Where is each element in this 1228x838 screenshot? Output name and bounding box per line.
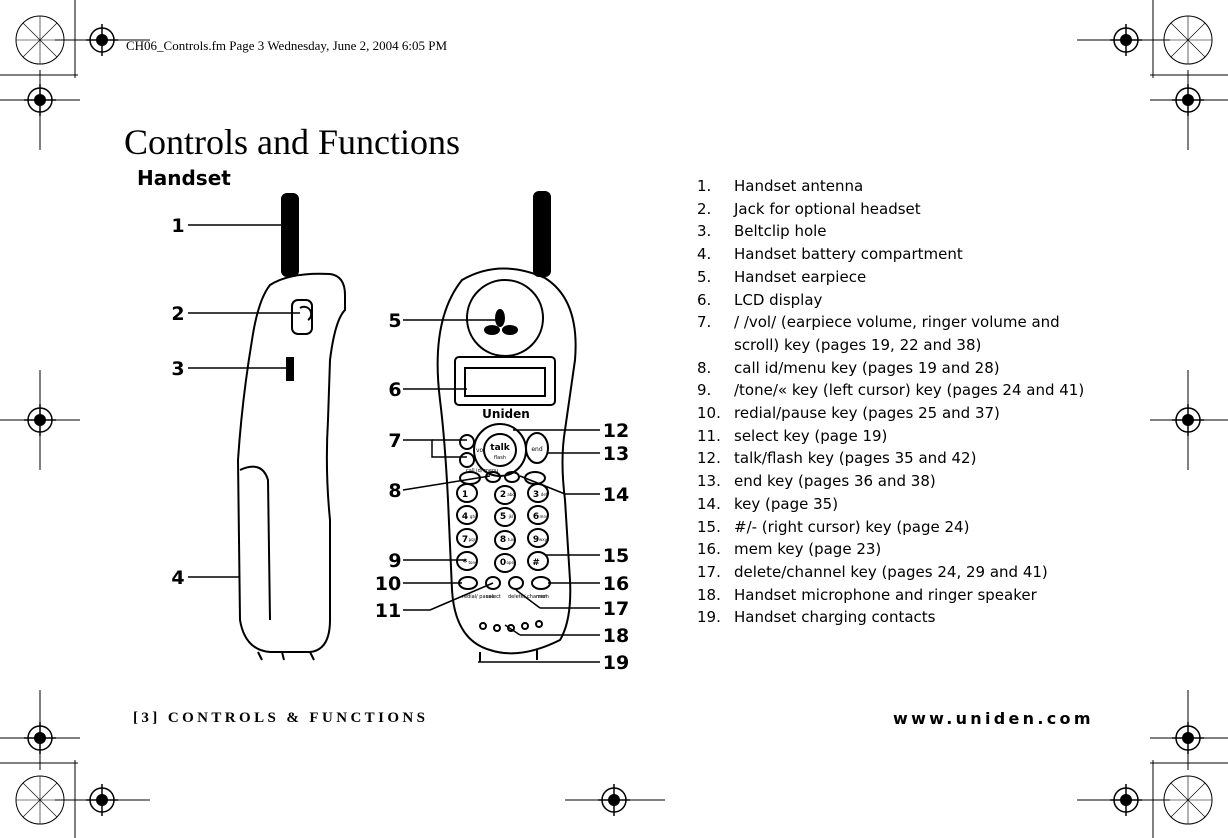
keypad-letters: tone xyxy=(468,560,478,565)
callout-13: 13 xyxy=(603,443,629,465)
label-end: end xyxy=(531,446,542,453)
callout-17: 17 xyxy=(603,598,629,620)
legend-item: 9./tone/« key (left cursor) key (pages 2… xyxy=(697,381,1085,400)
legend-item: 11.select key (page 19) xyxy=(697,426,888,445)
label-flash: flash xyxy=(494,455,506,461)
legend-item: 8.call id/menu key (pages 19 and 28) xyxy=(697,358,1000,377)
legend-item: 14.key (page 35) xyxy=(697,494,839,513)
keypad-digit-6: 6 xyxy=(533,512,539,522)
footer-section-label: [3] CONTROLS & FUNCTIONS xyxy=(133,710,429,726)
keypad-digit-7: 7 xyxy=(462,535,468,545)
callout-3: 3 xyxy=(171,358,184,380)
callout-leaders xyxy=(188,224,600,663)
legend-item: 18.Handset microphone and ringer speaker xyxy=(697,585,1037,604)
keypad-digit-0: 0 xyxy=(500,558,506,568)
legend-list: 1.Handset antenna 2.Jack for optional he… xyxy=(697,175,1097,629)
page-title: Controls and Functions xyxy=(124,122,461,162)
legend-item: 10.redial/pause key (pages 25 and 37) xyxy=(697,404,1000,423)
label-delete: delete/ channel xyxy=(508,594,547,600)
callout-18: 18 xyxy=(603,625,629,647)
label-callid: call id/ menu xyxy=(466,468,498,474)
keypad-digit-4: 4 xyxy=(462,512,468,522)
legend-item: 7./ /vol/ (earpiece volume, ringer volum… xyxy=(697,313,1060,354)
callout-12: 12 xyxy=(603,420,629,442)
callout-19: 19 xyxy=(603,652,629,674)
callout-5: 5 xyxy=(388,310,401,332)
legend-item: 1.Handset antenna xyxy=(697,177,864,195)
legend-item: 4.Handset battery compartment xyxy=(697,245,963,264)
keypad-letters: def xyxy=(541,492,548,497)
keypad-letters: oper xyxy=(506,560,515,565)
callout-15: 15 xyxy=(603,545,629,567)
callout-11: 11 xyxy=(375,600,401,622)
legend-item: 3.Beltclip hole xyxy=(697,222,827,241)
keypad-digit-2: 2 xyxy=(500,490,506,500)
keypad-digit-5: 5 xyxy=(500,512,506,522)
legend-item: 19.Handset charging contacts xyxy=(697,608,936,627)
keypad-digit-1: 1 xyxy=(462,490,468,500)
keypad-letters: ghi xyxy=(470,514,476,519)
keypad-digit-8: 8 xyxy=(500,535,506,545)
legend-item: 16.mem key (page 23) xyxy=(697,540,882,559)
label-talk: talk xyxy=(490,443,510,453)
callout-9: 9 xyxy=(388,550,401,572)
keypad-digit-#: # xyxy=(532,558,540,568)
handset-side-view xyxy=(236,193,346,661)
legend-item: 2.Jack for optional headset xyxy=(697,199,921,218)
label-vol: vol xyxy=(476,447,485,454)
legend-item: 15.#/- (right cursor) key (page 24) xyxy=(697,517,970,536)
footer-website: www.uniden.com xyxy=(893,709,1094,728)
callout-16: 16 xyxy=(603,573,629,595)
callout-1: 1 xyxy=(171,215,184,237)
keypad-letters: mno xyxy=(540,514,549,519)
file-header: CH06_Controls.fm Page 3 Wednesday, June … xyxy=(126,38,448,53)
keypad-letters: tuv xyxy=(508,537,515,542)
handset-front-view xyxy=(436,191,577,662)
keypad-letters: abc xyxy=(507,492,514,497)
keypad-digit-3: 3 xyxy=(533,490,539,500)
brand-logo: Uniden xyxy=(482,407,530,421)
legend-item: 5.Handset earpiece xyxy=(697,267,867,286)
label-select: select xyxy=(486,594,501,600)
section-heading: Handset xyxy=(137,166,231,190)
keypad-letters: wxyz xyxy=(539,537,549,542)
callout-10: 10 xyxy=(375,573,401,595)
callout-6: 6 xyxy=(388,379,401,401)
keypad-digit-*: * xyxy=(463,558,468,568)
callout-7: 7 xyxy=(388,430,401,452)
legend-item: 13.end key (pages 36 and 38) xyxy=(697,472,936,491)
callout-4: 4 xyxy=(171,567,184,589)
callout-8: 8 xyxy=(388,480,401,502)
keypad-letters: pqrs xyxy=(469,537,478,542)
legend-item: 6.LCD display xyxy=(697,290,823,309)
keypad-letters: jkl xyxy=(508,514,514,519)
legend-item: 17.delete/channel key (pages 24, 29 and … xyxy=(697,562,1048,581)
callout-14: 14 xyxy=(603,484,629,506)
label-redial: redial/ pause xyxy=(462,594,494,600)
legend-item: 12.talk/flash key (pages 35 and 42) xyxy=(697,449,977,468)
callout-2: 2 xyxy=(171,303,184,325)
keypad-digit-9: 9 xyxy=(533,535,539,545)
handset-illustration: Uniden vol talk flash end call id/ menu … xyxy=(171,191,629,674)
label-mem: mem xyxy=(536,594,549,600)
